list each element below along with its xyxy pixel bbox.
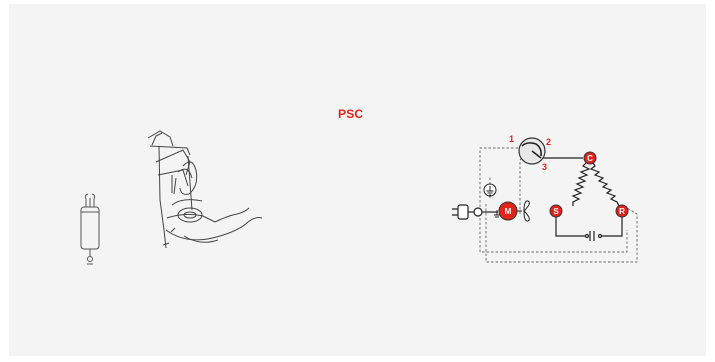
node-start: S [549, 204, 563, 218]
node-start-label: S [553, 207, 559, 216]
capacitor-icon [80, 193, 100, 265]
node-common-label: C [587, 154, 593, 163]
overload-protector-icon [518, 137, 546, 165]
terminal-2-label: 2 [546, 137, 551, 147]
windings [541, 157, 623, 241]
terminal-3-label: 3 [542, 162, 547, 172]
node-run-label: R [619, 207, 625, 216]
fan-motor: M [498, 201, 518, 221]
terminal-1-label: 1 [509, 134, 514, 144]
node-common: C [583, 151, 597, 165]
diagram-panel [9, 4, 706, 356]
diagram-title: PSC [338, 107, 364, 121]
node-run: R [615, 204, 629, 218]
fan-icon [517, 200, 530, 222]
power-plug-icon [452, 204, 498, 220]
fan-motor-label: M [505, 207, 512, 216]
compressor-sketch [147, 130, 263, 249]
